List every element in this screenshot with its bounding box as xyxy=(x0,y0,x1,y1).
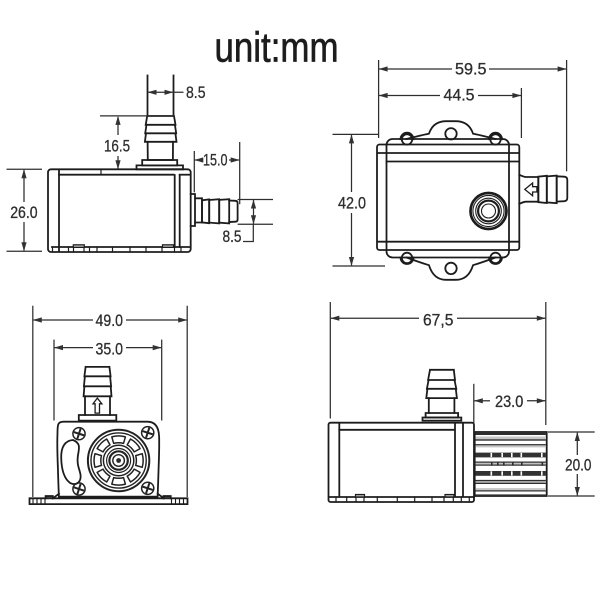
svg-text:16.5: 16.5 xyxy=(104,138,130,156)
svg-text:59.5: 59.5 xyxy=(455,60,487,78)
svg-text:8.5: 8.5 xyxy=(186,84,206,102)
svg-text:23.0: 23.0 xyxy=(495,393,523,411)
svg-text:8.5: 8.5 xyxy=(223,228,242,246)
svg-text:67,5: 67,5 xyxy=(423,311,453,329)
svg-text:49.0: 49.0 xyxy=(96,312,124,330)
svg-text:20.0: 20.0 xyxy=(565,457,592,475)
svg-text:44.5: 44.5 xyxy=(444,87,475,105)
svg-text:42.0: 42.0 xyxy=(338,195,366,213)
svg-text:unit:mm: unit:mm xyxy=(215,24,339,71)
svg-text:26.0: 26.0 xyxy=(10,204,37,222)
svg-text:35.0: 35.0 xyxy=(96,340,124,358)
svg-text:15.0: 15.0 xyxy=(203,152,228,170)
